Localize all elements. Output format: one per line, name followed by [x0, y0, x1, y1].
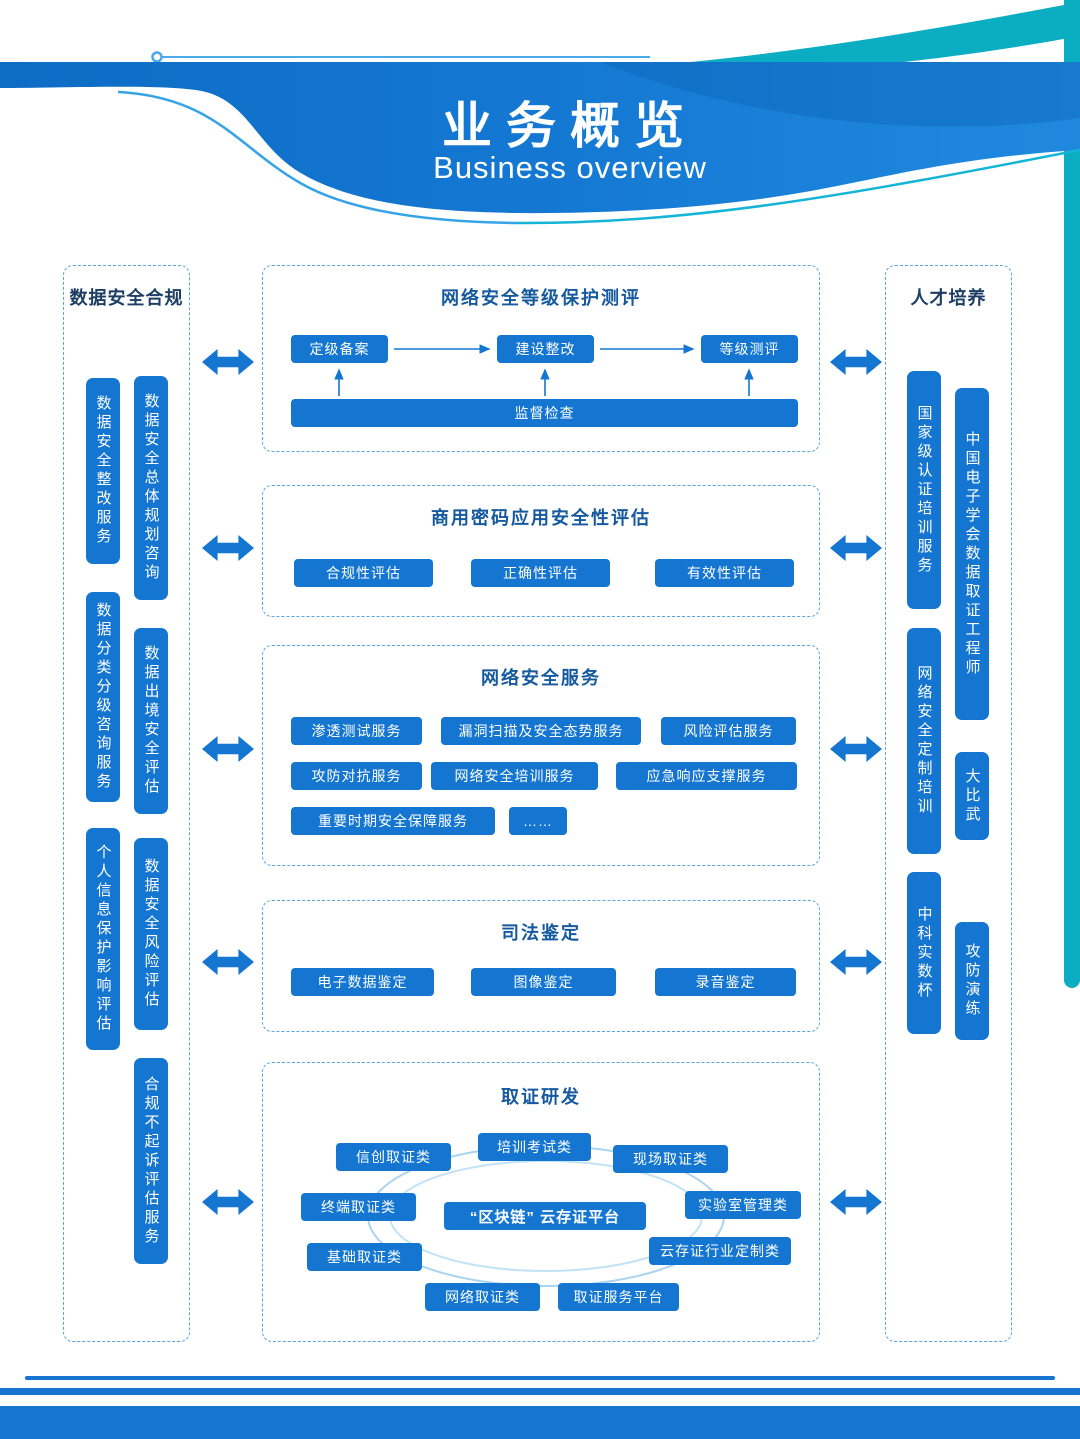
double-arrow-icon — [202, 535, 254, 561]
teal-swoosh — [585, 2, 1080, 80]
compliance-item: 数据分类分级咨询服务 — [86, 592, 120, 802]
section-security-services: 网络安全服务 渗透测试服务 漏洞扫描及安全态势服务 风险评估服务 攻防对抗服务 … — [262, 645, 820, 866]
double-arrow-icon — [830, 535, 882, 561]
compliance-item: 数据出境安全评估 — [134, 628, 168, 814]
data-security-compliance-panel: 数据安全合规 数据安全整改服务 数据分类分级咨询服务 个人信息保护影响评估 数据… — [63, 265, 190, 1342]
right-panel-title: 人才培养 — [910, 288, 987, 308]
service-node: 渗透测试服务 — [291, 717, 422, 745]
supervision-bar: 监督检查 — [291, 399, 798, 427]
forensics-node: 培训考试类 — [478, 1133, 591, 1161]
talent-item: 中科实数杯 — [907, 872, 941, 1034]
banner-wave — [0, 62, 1080, 214]
talent-item: 大比武 — [955, 752, 989, 840]
flow-node: 等级测评 — [701, 335, 798, 363]
double-arrow-icon — [830, 349, 882, 375]
section-forensics-rd: 取证研发 信创取证类 培训考试类 现场取证类 终端取证类 实验室管理类 “区块链… — [262, 1062, 820, 1342]
section-title: 商用密码应用安全性评估 — [431, 508, 651, 528]
line-node-dot — [151, 51, 163, 63]
double-arrow-icon — [202, 1189, 254, 1215]
judicial-node: 电子数据鉴定 — [291, 968, 434, 996]
flow-node: 建设整改 — [497, 335, 594, 363]
talent-item: 攻防演练 — [955, 922, 989, 1040]
left-panel-title: 数据安全合规 — [69, 288, 184, 308]
blockchain-platform-node: “区块链” 云存证平台 — [444, 1202, 646, 1230]
banner-accent-curve-right — [515, 148, 1080, 225]
service-node-more: …… — [509, 807, 567, 835]
talent-development-panel: 人才培养 国家级认证培训服务 网络安全定制培训 中科实数杯 中国电子学会数据取证… — [885, 265, 1012, 1342]
section-title: 网络安全服务 — [481, 668, 601, 688]
service-node: 风险评估服务 — [661, 717, 796, 745]
double-arrow-icon — [202, 736, 254, 762]
talent-item: 国家级认证培训服务 — [907, 371, 941, 609]
section-title: 网络安全等级保护测评 — [441, 288, 641, 308]
service-node: 攻防对抗服务 — [291, 762, 422, 790]
double-arrow-icon — [202, 949, 254, 975]
forensics-node: 网络取证类 — [425, 1283, 540, 1311]
forensics-node: 云存证行业定制类 — [649, 1237, 791, 1265]
forensics-node: 取证服务平台 — [558, 1283, 679, 1311]
forensics-node: 终端取证类 — [301, 1193, 416, 1221]
page-subtitle: Business overview — [433, 150, 707, 185]
forensics-node: 信创取证类 — [336, 1143, 451, 1171]
talent-item: 中国电子学会数据取证工程师 — [955, 388, 989, 720]
forensics-node: 实验室管理类 — [685, 1191, 801, 1219]
flow-node: 定级备案 — [291, 335, 388, 363]
talent-item: 网络安全定制培训 — [907, 628, 941, 854]
compliance-item: 数据安全整改服务 — [86, 378, 120, 564]
service-node: 网络安全培训服务 — [431, 762, 598, 790]
right-edge-bar — [1064, 0, 1080, 988]
double-arrow-icon — [830, 1189, 882, 1215]
forensics-node: 现场取证类 — [613, 1145, 728, 1173]
service-node: 漏洞扫描及安全态势服务 — [441, 717, 641, 745]
compliance-item: 个人信息保护影响评估 — [86, 828, 120, 1050]
page-title: 业务概览 — [442, 98, 698, 154]
banner-accent-curve-left — [117, 90, 517, 225]
service-node: 应急响应支撑服务 — [616, 762, 797, 790]
section-judicial: 司法鉴定 电子数据鉴定 图像鉴定 录音鉴定 — [262, 900, 820, 1032]
compliance-item: 数据安全风险评估 — [134, 838, 168, 1030]
eval-node: 有效性评估 — [655, 559, 794, 587]
section-title: 司法鉴定 — [501, 923, 581, 943]
eval-node: 正确性评估 — [471, 559, 610, 587]
header-banner-graphic — [0, 2, 1080, 225]
service-node: 重要时期安全保障服务 — [291, 807, 495, 835]
footer-band — [0, 1406, 1080, 1439]
footer-rule-thin — [25, 1376, 1055, 1380]
section-level-protection: 网络安全等级保护测评 定级备案 建设整改 等级测评 监督检查 — [262, 265, 820, 452]
footer-rule-thick — [0, 1388, 1080, 1395]
section-crypto-eval: 商用密码应用安全性评估 合规性评估 正确性评估 有效性评估 — [262, 485, 820, 617]
banner-wave-shade — [600, 62, 1080, 127]
eval-node: 合规性评估 — [294, 559, 433, 587]
judicial-node: 录音鉴定 — [655, 968, 796, 996]
compliance-item: 数据安全总体规划咨询 — [134, 376, 168, 600]
compliance-item: 合规不起诉评估服务 — [134, 1058, 168, 1264]
judicial-node: 图像鉴定 — [471, 968, 616, 996]
forensics-node: 基础取证类 — [307, 1243, 422, 1271]
double-arrow-icon — [830, 736, 882, 762]
double-arrow-icon — [830, 949, 882, 975]
double-arrow-icon — [202, 349, 254, 375]
section-title: 取证研发 — [501, 1087, 581, 1107]
